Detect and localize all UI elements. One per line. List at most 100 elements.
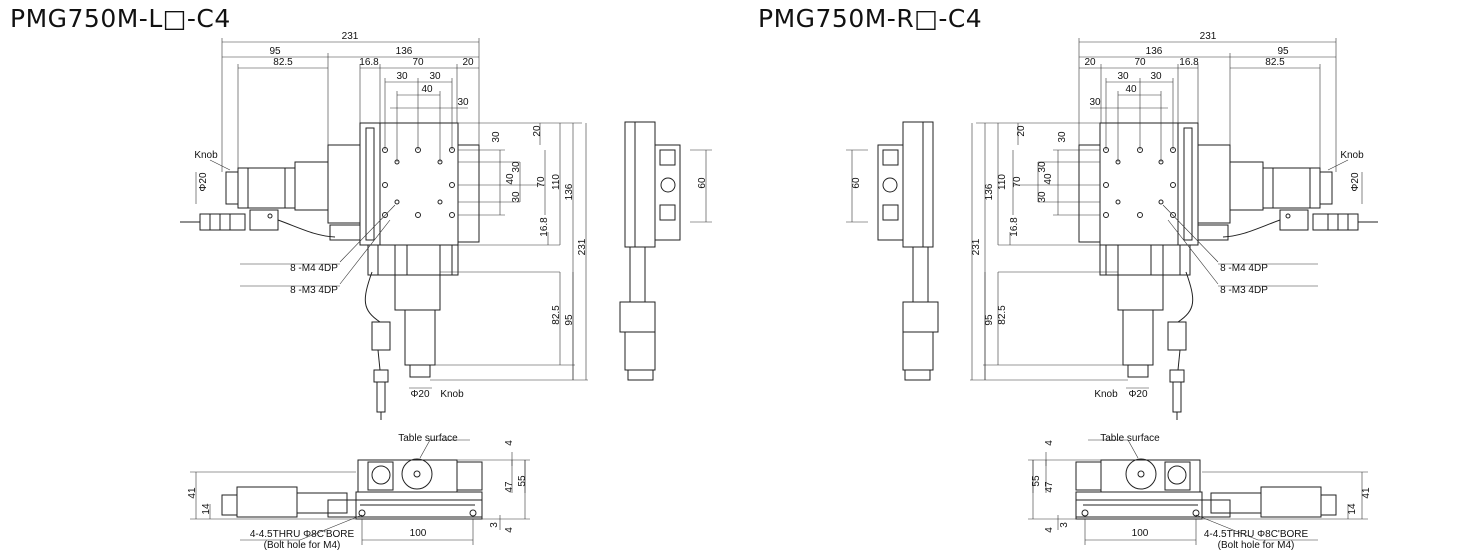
drawing-outline bbox=[379, 122, 459, 246]
dimension-line bbox=[1167, 219, 1219, 285]
drawing-outline bbox=[1122, 309, 1154, 366]
dimension-label-base-height: 41 bbox=[187, 487, 198, 499]
drawing-outline bbox=[1177, 271, 1194, 323]
dimension-label-stage-width: 136 bbox=[396, 46, 413, 57]
drawing-outline bbox=[1099, 122, 1179, 246]
dimension-label-stage-depth: 110 bbox=[551, 174, 562, 190]
dimension-label-knob-dia: Φ20 bbox=[198, 172, 209, 192]
drawing-outline bbox=[1100, 459, 1201, 493]
drawing-outline bbox=[1312, 213, 1359, 231]
dimension-label-edge-offset: 16.8 bbox=[1009, 217, 1020, 237]
drawing-outline bbox=[882, 204, 899, 221]
drawing-outline bbox=[367, 244, 379, 276]
dimension-label-base-step: 3 bbox=[1059, 522, 1070, 528]
drawing-outline bbox=[357, 459, 458, 493]
drawing-outline bbox=[1167, 321, 1187, 351]
drawing-outline bbox=[1103, 182, 1109, 188]
dimension-line bbox=[299, 514, 363, 541]
dimension-label-knob-dia: Φ20 bbox=[1128, 389, 1148, 400]
drawing-outline bbox=[1081, 509, 1089, 517]
dimension-label-hole-pitch-inner: 40 bbox=[1125, 84, 1137, 95]
dimension-label-hole-pitch: 30 bbox=[511, 161, 522, 173]
drawing-outline bbox=[377, 349, 381, 371]
dimension-label-rail-width: 20 bbox=[462, 57, 474, 68]
drawing-outline bbox=[382, 212, 388, 218]
dimension-line bbox=[419, 439, 431, 459]
drawing-outline bbox=[376, 381, 386, 413]
drawing-outline bbox=[1137, 470, 1145, 478]
drawing-outline bbox=[327, 144, 361, 224]
drawing-outline bbox=[294, 161, 329, 211]
drawing-outline bbox=[904, 369, 931, 381]
dimension-label-edge-offset: 16.8 bbox=[359, 57, 379, 68]
drawing-outline bbox=[1075, 461, 1102, 491]
drawing-outline bbox=[1099, 244, 1181, 276]
dimension-label-hole-pitch: 30 bbox=[1037, 161, 1048, 173]
dimension-label-hole-pitch-inner: 40 bbox=[421, 84, 433, 95]
dimension-label-bolt-hole: 4-4.5THRU Φ8C'BORE bbox=[250, 529, 355, 540]
dimension-line bbox=[1127, 439, 1139, 459]
drawing-outline bbox=[327, 499, 483, 518]
drawing-outline bbox=[1103, 212, 1109, 218]
dimension-label-motor-offset: 95 bbox=[1277, 46, 1289, 57]
drawing-outline bbox=[877, 144, 904, 241]
drawing-outline bbox=[1158, 199, 1164, 205]
drawing-outline bbox=[1260, 486, 1322, 518]
drawing-outline bbox=[902, 121, 924, 248]
drawing-outline bbox=[449, 182, 455, 188]
dimension-label-bolt-pitch: 100 bbox=[1132, 528, 1149, 539]
dimension-label-side-height: 60 bbox=[851, 177, 862, 189]
drawing-outline bbox=[627, 369, 654, 381]
drawing-outline bbox=[329, 224, 361, 241]
drawing-outline bbox=[1170, 212, 1176, 218]
dimension-label-base-step: 3 bbox=[489, 522, 500, 528]
dimension-label-top-gap: 4 bbox=[504, 527, 515, 533]
dimension-label-motor-offset: 95 bbox=[564, 314, 575, 326]
dimension-label-hole-pitch: 30 bbox=[396, 71, 408, 82]
drawing-outline bbox=[1285, 213, 1291, 219]
dimension-line bbox=[1327, 159, 1349, 171]
drawing-outline bbox=[1192, 509, 1200, 517]
drawing-outline bbox=[456, 461, 483, 491]
dimension-label-hole-pitch: 30 bbox=[429, 71, 441, 82]
dimension-label-overall-height: 231 bbox=[577, 238, 588, 255]
drawing-outline bbox=[1320, 494, 1337, 516]
dimension-line bbox=[209, 159, 231, 171]
drawing-outline bbox=[634, 121, 656, 248]
dimension-label-bolt-hole: 4-4.5THRU Φ8C'BORE bbox=[1204, 529, 1309, 540]
dimension-label-edge-offset: 16.8 bbox=[1179, 57, 1199, 68]
drawing-outline bbox=[882, 149, 899, 166]
drawing-outline bbox=[277, 219, 336, 238]
drawing-outline bbox=[371, 465, 391, 485]
drawing-outline bbox=[1117, 274, 1164, 311]
dimension-label-edge-top: 20 bbox=[532, 125, 543, 137]
drawing-outline bbox=[358, 509, 366, 517]
drawing-outline bbox=[882, 177, 898, 193]
dimension-label-motor-offset: 95 bbox=[984, 314, 995, 326]
dimension-label-motor-offset-inner: 82.5 bbox=[273, 57, 293, 68]
dimension-label-hole-pitch-inner: 40 bbox=[505, 173, 516, 185]
drawing-outline bbox=[1099, 122, 1199, 246]
drawing-outline bbox=[922, 121, 934, 248]
drawing-outline bbox=[364, 271, 381, 323]
right-drawing-labels: 2319513682.516.8702030304030302030407030… bbox=[851, 31, 1372, 551]
drawing-outline bbox=[221, 494, 238, 516]
drawing-outline bbox=[659, 204, 676, 221]
drawing-outline bbox=[469, 509, 477, 517]
drawing-outline bbox=[629, 246, 646, 303]
drawing-outline bbox=[225, 171, 239, 205]
drawing-outline bbox=[1169, 369, 1185, 383]
dimension-label-top-gap: 4 bbox=[1044, 440, 1055, 446]
dimension-label-overall-height: 231 bbox=[971, 238, 982, 255]
drawing-outline bbox=[1167, 465, 1187, 485]
dimension-label-stage-width: 136 bbox=[1146, 46, 1163, 57]
drawing-outline bbox=[1115, 199, 1121, 205]
dimension-label-hole-pitch: 30 bbox=[1089, 97, 1101, 108]
dimension-line bbox=[1162, 204, 1219, 263]
dimension-label-body-height: 47 bbox=[1044, 481, 1055, 493]
dimension-label-hole-pitch-inner: 40 bbox=[1043, 173, 1054, 185]
drawing-outline bbox=[1197, 224, 1229, 241]
dimension-label-knob-dia: Φ20 bbox=[410, 389, 430, 400]
drawing-outline bbox=[1164, 461, 1191, 491]
